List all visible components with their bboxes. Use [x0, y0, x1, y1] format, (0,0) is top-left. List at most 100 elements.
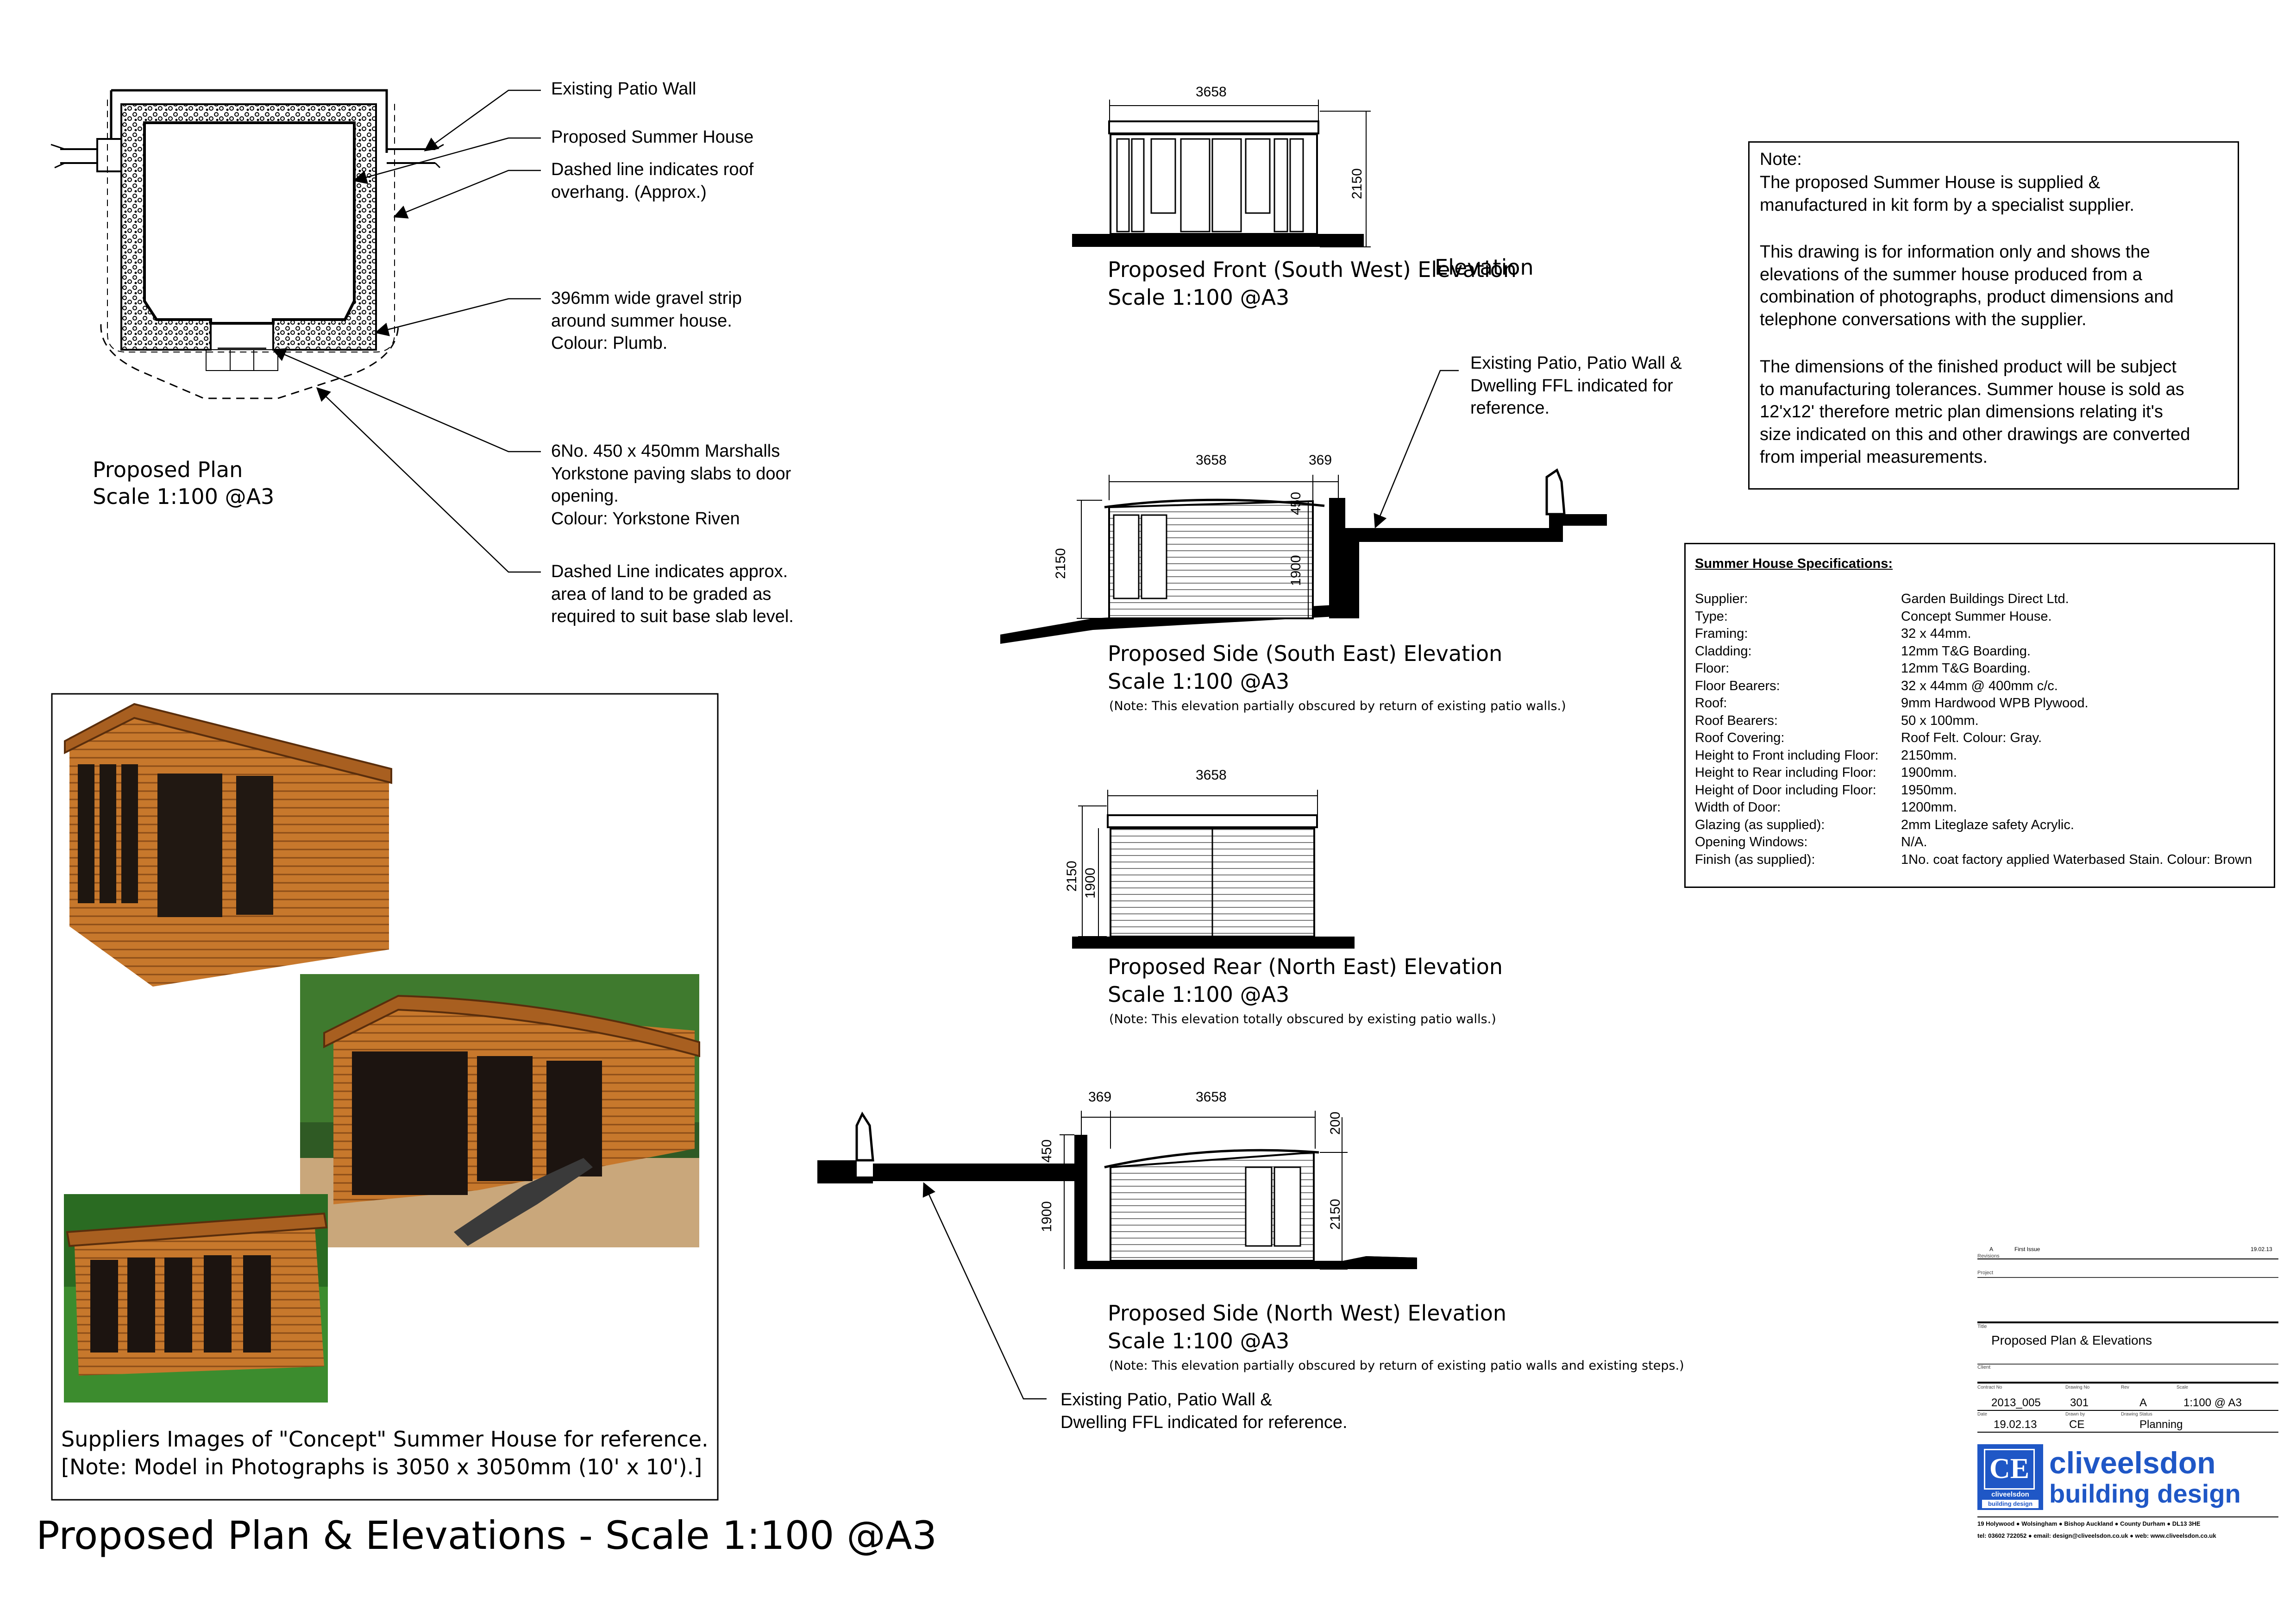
- sheet-title: Proposed Plan & Elevations - Scale 1:100…: [36, 1513, 937, 1558]
- brand-logo-mark: CE: [1984, 1449, 2035, 1490]
- se-note: (Note: This elevation partially obscured…: [1109, 699, 1566, 713]
- tb-label-date: Date: [1977, 1412, 1988, 1417]
- spec-value: 50 x 100mm.: [1901, 713, 1979, 728]
- spec-label: Finish (as supplied):: [1695, 852, 1815, 867]
- spec-label: Width of Door:: [1695, 800, 1781, 815]
- brand-name: cliveelsdon: [2049, 1446, 2216, 1480]
- tb-label-status: Drawing Status: [2121, 1412, 2152, 1417]
- brand-logo-subtext: building design: [1982, 1500, 2039, 1508]
- spec-row: Width of Door: 1200mm.: [1695, 799, 2252, 817]
- se-building: [1108, 500, 1314, 619]
- spec-label: Type:: [1695, 609, 1728, 624]
- spec-row: Type:Concept Summer House.: [1695, 608, 2252, 626]
- spec-value: 32 x 44mm.: [1901, 626, 1971, 641]
- spec-value: 1No. coat factory applied Waterbased Sta…: [1901, 852, 2252, 867]
- rear-dim-total: 2150: [1064, 861, 1079, 892]
- plan-caption-title: Proposed Plan: [93, 457, 243, 482]
- note-paragraph-1: The proposed Summer House is supplied & …: [1760, 173, 2134, 215]
- paving-slabs: [206, 349, 278, 371]
- rear-note: (Note: This elevation totally obscured b…: [1109, 1012, 1496, 1026]
- spec-label: Roof:: [1695, 696, 1727, 711]
- tb-label-drawn: Drawn by: [2065, 1412, 2085, 1417]
- spec-value: Roof Felt. Colour: Gray.: [1901, 730, 2042, 745]
- spec-row: Floor:12mm T&G Boarding.: [1695, 660, 2252, 678]
- nw-patio-wall: [817, 1135, 1087, 1269]
- se-patio-note: Existing Patio, Patio Wall & Dwelling FF…: [1470, 353, 1682, 418]
- tb-scale: 1:100 @ A3: [2183, 1397, 2242, 1409]
- tb-label-drawing: Drawing No: [2065, 1385, 2090, 1390]
- callout-existing-patio-wall: Existing Patio Wall: [551, 79, 696, 99]
- tb-contract-no: 2013_005: [1991, 1397, 2041, 1409]
- callout-paving-slabs: 6No. 450 x 450mm Marshalls Yorkstone pav…: [551, 441, 791, 528]
- nw-dim-roof: 450: [1039, 1139, 1054, 1163]
- spec-value: 2150mm.: [1901, 748, 1957, 763]
- se-scale: Scale 1:100 @A3: [1108, 669, 1290, 694]
- callout-proposed-summer-house: Proposed Summer House: [551, 127, 754, 147]
- door-opening: [210, 322, 274, 350]
- tb-status: Planning: [2139, 1418, 2183, 1431]
- north-west-elevation: [817, 1111, 1417, 1400]
- spec-value: 12mm T&G Boarding.: [1901, 643, 2031, 659]
- spec-value: 2mm Liteglaze safety Acrylic.: [1901, 817, 2074, 832]
- spec-label: Opening Windows:: [1695, 835, 1808, 849]
- brand-logo-text: cliveelsdon: [1991, 1491, 2029, 1498]
- spec-label: Supplier:: [1695, 591, 1748, 606]
- se-dim-overhang: 369: [1309, 453, 1332, 468]
- supplier-photos: [51, 693, 719, 1501]
- tb-rev-letter: A: [1989, 1246, 1994, 1252]
- summer-house-outline: [143, 121, 356, 325]
- nw-scale: Scale 1:100 @A3: [1108, 1328, 1290, 1353]
- spec-label: Roof Bearers:: [1695, 713, 1778, 728]
- rear-elevation: [1072, 790, 1355, 949]
- se-title: Proposed Side (South East) Elevation: [1108, 641, 1503, 666]
- tb-title: Proposed Plan & Elevations: [1991, 1333, 2152, 1347]
- spec-value: N/A.: [1901, 835, 1927, 849]
- se-dim-width: 3658: [1196, 453, 1227, 468]
- front-title-overlap: Elevation: [1435, 255, 1534, 280]
- se-dim-total: 2150: [1053, 548, 1068, 579]
- spec-label: Roof Covering:: [1695, 730, 1785, 745]
- specifications-box: Summer House Specifications: Supplier:Ga…: [1684, 543, 2275, 888]
- spec-label: Framing:: [1695, 626, 1748, 641]
- proposed-plan: [50, 89, 541, 573]
- callout-roof-overhang: Dashed line indicates roof overhang. (Ap…: [551, 160, 754, 202]
- photos-caption-line1: Suppliers Images of "Concept" Summer Hou…: [61, 1427, 709, 1452]
- spec-value: 1950mm.: [1901, 782, 1957, 798]
- spec-row: Height to Front including Floor:2150mm.: [1695, 747, 2252, 765]
- title-block-frame: [1977, 1258, 2278, 1517]
- tb-rev-desc: First Issue: [2014, 1246, 2040, 1252]
- photo-summer-house-2: [300, 974, 700, 1247]
- spec-value: 9mm Hardwood WPB Plywood.: [1901, 696, 2089, 711]
- spec-row: Roof Bearers: 50 x 100mm.: [1695, 712, 2252, 730]
- spec-value: 1200mm.: [1901, 800, 1957, 815]
- photo-summer-house-1: [59, 703, 392, 987]
- tb-project-label: Project: [1977, 1270, 1994, 1276]
- spec-value: 1900mm.: [1901, 765, 1957, 780]
- photo-summer-house-3: [64, 1194, 328, 1403]
- tb-label-scale: Scale: [2177, 1385, 2189, 1390]
- specs-list: Supplier:Garden Buildings Direct Ltd.Typ…: [1695, 591, 2252, 868]
- spec-row: Height of Door including Floor: 1950mm.: [1695, 782, 2252, 799]
- spec-label: Floor Bearers:: [1695, 678, 1780, 693]
- south-east-elevation: [1000, 370, 1607, 644]
- spec-row: Opening Windows: N/A.: [1695, 834, 2252, 851]
- brand-contact: tel: 03602 722052 ● email: design@clivee…: [1977, 1532, 2216, 1539]
- rear-scale: Scale 1:100 @A3: [1108, 982, 1290, 1007]
- spec-row: Framing: 32 x 44mm.: [1695, 625, 2252, 643]
- rear-dim-wall: 1900: [1083, 868, 1098, 899]
- spec-row: Roof Covering: Roof Felt. Colour: Gray.: [1695, 730, 2252, 747]
- note-heading: Note:: [1760, 150, 1802, 169]
- brand-address: 19 Holywood ● Wolsingham ● Bishop Auckla…: [1977, 1520, 2201, 1527]
- nw-patio-note: Existing Patio, Patio Wall & Dwelling FF…: [1060, 1390, 1348, 1432]
- photos-caption-line2: [Note: Model in Photographs is 3050 x 30…: [61, 1454, 703, 1479]
- spec-row: Roof: 9mm Hardwood WPB Plywood.: [1695, 695, 2252, 712]
- plan-caption-scale: Scale 1:100 @A3: [93, 484, 275, 509]
- grading-line: [100, 324, 399, 399]
- spec-label: Height of Door including Floor:: [1695, 782, 1876, 798]
- rear-title: Proposed Rear (North East) Elevation: [1108, 954, 1503, 979]
- front-dim-height: 2150: [1349, 168, 1365, 199]
- note-paragraph-2: This drawing is for information only and…: [1760, 242, 2174, 329]
- tb-drawing-no: 301: [2070, 1397, 2089, 1409]
- tb-rev: A: [2139, 1397, 2147, 1409]
